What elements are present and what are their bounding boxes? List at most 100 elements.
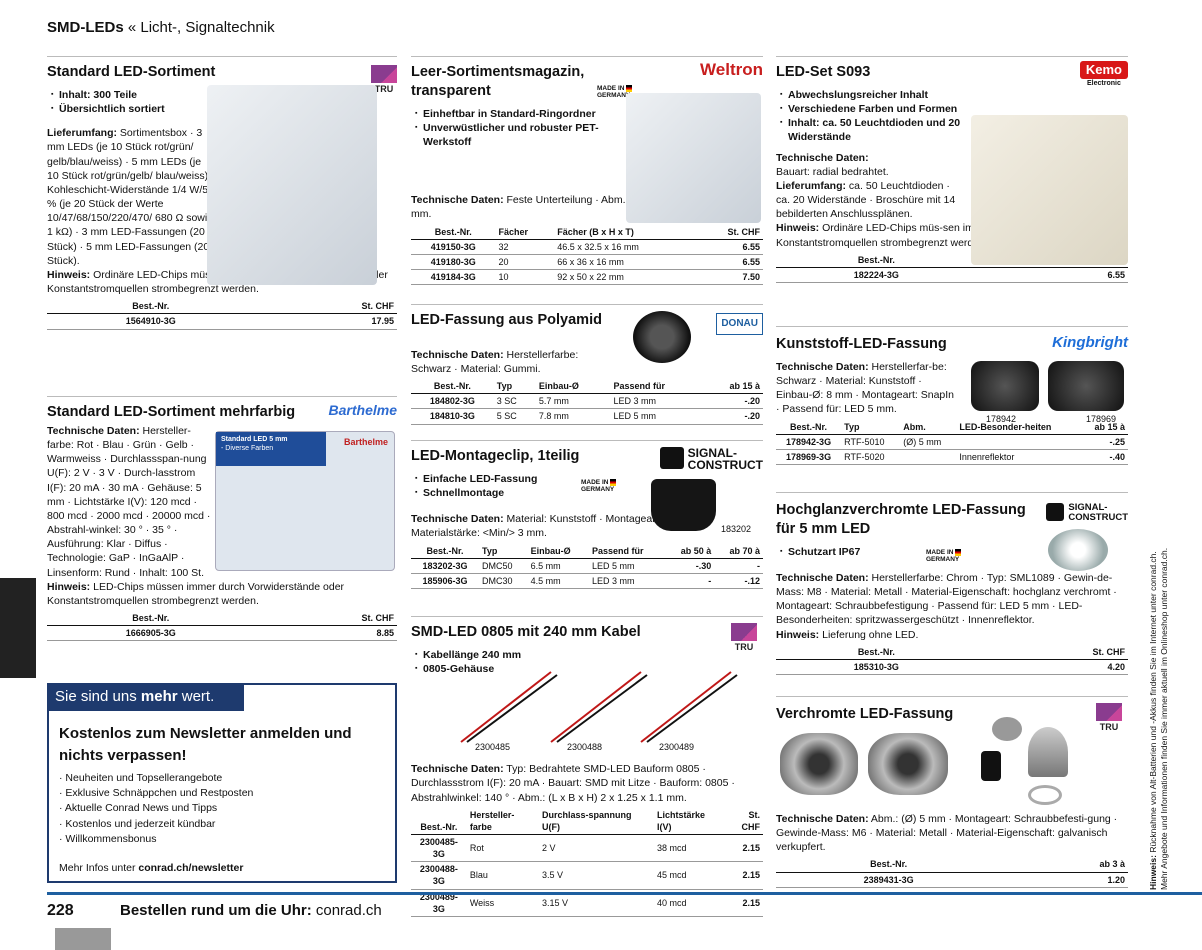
- side-note: Hinweis: Rücknahme von Alt-Batterien und…: [1148, 547, 1169, 890]
- image-label: 2300488: [567, 742, 603, 752]
- feature-list: Einheftbar in Standard-Ringordner Unverw…: [415, 107, 625, 150]
- product-image: [981, 751, 1001, 781]
- product-verchromte-led-fassung: Verchromte LED-Fassung TRU Technische Da…: [776, 696, 1128, 888]
- product-kunststoff-led-fassung: Kunststoff-LED-Fassung Kingbright 178942…: [776, 326, 1128, 486]
- product-led-montageclip: LED-Montageclip, 1teilig SIGNAL-CONSTRUC…: [411, 440, 763, 612]
- signal-construct-icon: [659, 447, 684, 469]
- signal-construct-icon: [1046, 503, 1065, 521]
- tech-text: Technische Daten: Abm.: (Ø) 5 mm · Monta…: [776, 812, 1118, 854]
- tech-text: Technische Daten: Herstellerfar-be: Schw…: [776, 360, 955, 416]
- donau-logo: DONAU: [716, 313, 763, 335]
- product-image: [971, 115, 1128, 265]
- product-title: LED-Fassung aus Polyamid: [411, 312, 602, 328]
- product-title: LED-Montageclip, 1teilig: [411, 448, 580, 464]
- product-image: [971, 361, 1039, 411]
- product-title: Hochglanzverchromte LED-Fassung für 5 mm…: [776, 502, 1026, 537]
- image-label: 2300485: [475, 742, 511, 752]
- product-led-set-s093: LED-Set S093 Kemo Electronic Abwechslung…: [776, 56, 1128, 318]
- tech-text: Technische Daten: Herstellerfarbe: Chrom…: [776, 571, 1117, 641]
- footer-grey-block: [55, 928, 111, 950]
- product-title: Kunststoff-LED-Fassung: [776, 336, 947, 352]
- product-standard-led-sortiment: Standard LED-Sortiment TRU Inhalt: 300 T…: [47, 56, 397, 386]
- product-title: Standard LED-Sortiment mehrfarbig: [47, 404, 296, 420]
- product-image: [992, 717, 1022, 741]
- product-hochglanz-led-fassung: Hochglanzverchromte LED-Fassung für 5 mm…: [776, 492, 1128, 688]
- product-title: Standard LED-Sortiment: [47, 64, 216, 80]
- product-title: Leer-Sortimentsmagazin, transparent: [411, 64, 585, 99]
- product-image: [633, 311, 691, 363]
- note-text: Hinweis: LED-Chips müssen immer durch Vo…: [47, 580, 345, 607]
- product-image: [651, 479, 716, 531]
- newsletter-list: · Neuheiten und Topsellerangebote · Exkl…: [59, 772, 254, 845]
- product-image: [1028, 785, 1062, 805]
- product-image: [1028, 727, 1068, 777]
- tech-text: Technische Daten: Hersteller-farbe: Rot …: [47, 424, 211, 579]
- made-in-germany-badge: MADE IN GERMANY: [597, 85, 633, 99]
- tech-text: Technische Daten:Bauart: radial bedrahte…: [776, 151, 956, 221]
- product-title: LED-Set S093: [776, 64, 871, 80]
- product-led-fassung-polyamid: LED-Fassung aus Polyamid DONAU Technisch…: [411, 304, 763, 434]
- barthelme-logo: Barthelme: [328, 402, 397, 418]
- product-image: [460, 671, 738, 743]
- feature-list: Kabellänge 240 mm 0805-Gehäuse: [415, 648, 763, 676]
- chapter-tab: [0, 578, 36, 678]
- image-label: 2300489: [659, 742, 695, 752]
- footer-rule: [47, 892, 1202, 895]
- product-image: [780, 733, 858, 795]
- product-image: [868, 733, 948, 795]
- page-header: SMD-LEDs « Licht-, Signaltechnik: [47, 19, 275, 36]
- feature-list: Einfache LED-Fassung Schnellmontage: [415, 472, 763, 500]
- feature-list: Schutzart IP67: [780, 545, 1128, 559]
- signal-construct-logo: SIGNAL-CONSTRUCT: [659, 447, 763, 471]
- product-image: [626, 93, 761, 223]
- product-image: [207, 85, 377, 285]
- feature-list: Abwechslungsreicher Inhalt Verschiedene …: [780, 88, 980, 145]
- tech-text: Technische Daten: Typ: Bedrahtete SMD-LE…: [411, 763, 735, 804]
- image-label: 183202: [721, 524, 752, 534]
- product-led-sortiment-mehrfarbig: Standard LED-Sortiment mehrfarbig Barthe…: [47, 396, 397, 681]
- newsletter-head: Sie sind uns mehr wert.: [47, 683, 244, 711]
- footer-slogan: Bestellen rund um die Uhr: conrad.ch: [120, 902, 382, 919]
- image-label: 178942: [986, 414, 1017, 424]
- newsletter-title: Kostenlos zum Newsletter anmelden und ni…: [59, 725, 352, 764]
- product-leer-sortimentsmagazin: Leer-Sortimentsmagazin, transparent Welt…: [411, 56, 763, 296]
- newsletter-link[interactable]: Mehr Infos unter conrad.ch/newsletter: [59, 862, 244, 874]
- scope-text: Lieferumfang: Sortimentsbox · 3 mm LEDs …: [47, 127, 215, 267]
- tech-text: Technische Daten: Herstellerfarbe: Schwa…: [411, 348, 579, 376]
- newsletter-box: Sie sind uns mehr wert. Kostenlos zum Ne…: [47, 683, 397, 883]
- product-image: Standard LED 5 mm- Diverse Farben Barthe…: [215, 431, 395, 571]
- kingbright-logo: Kingbright: [1052, 334, 1128, 351]
- feature-list: Inhalt: 300 Teile Übersichtlich sortiert: [51, 88, 397, 116]
- tru-logo: TRU: [1096, 703, 1122, 734]
- kemo-logo: Kemo Electronic: [1079, 61, 1128, 88]
- page-number: 228: [47, 902, 74, 919]
- signal-construct-logo: SIGNAL-CONSTRUCT: [1046, 503, 1128, 522]
- product-title: Verchromte LED-Fassung: [776, 706, 954, 722]
- product-title: SMD-LED 0805 mit 240 mm Kabel: [411, 624, 641, 640]
